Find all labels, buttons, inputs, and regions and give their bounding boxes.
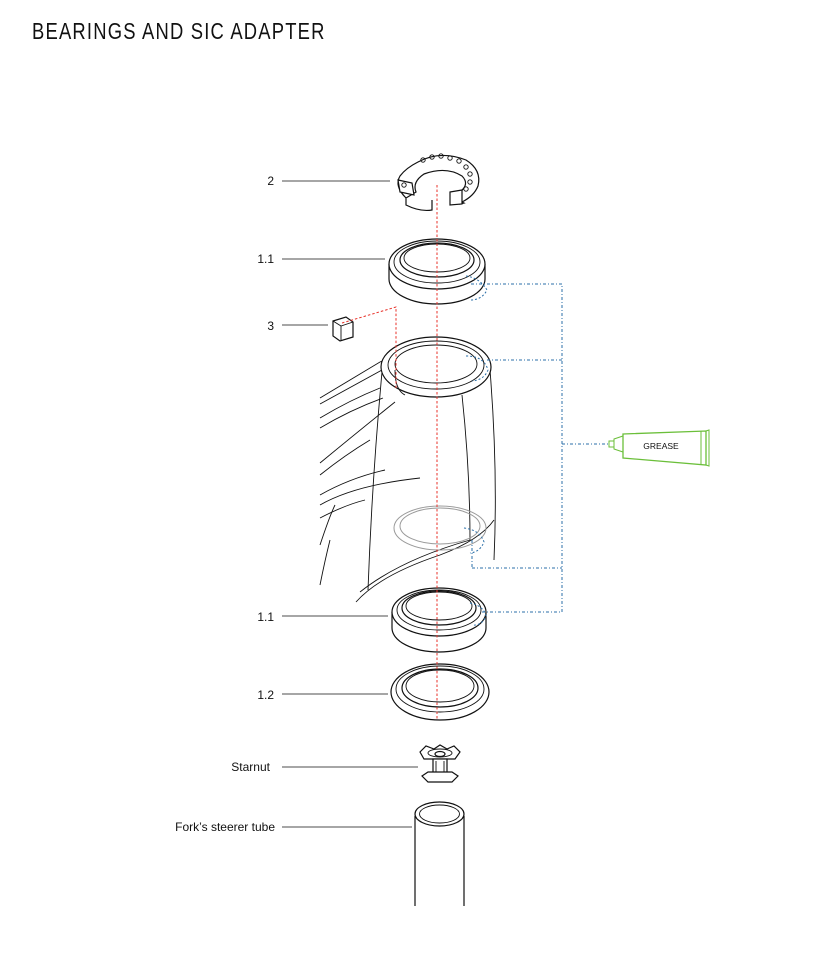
grease-tube: GREASE: [608, 429, 710, 467]
label-part-1-1-bottom: 1.1: [257, 610, 274, 624]
assembly-axis: [341, 185, 438, 720]
label-starnut: Starnut: [231, 760, 270, 774]
label-part-2: 2: [267, 174, 274, 188]
grease-label: GREASE: [643, 441, 679, 451]
label-part-3: 3: [267, 319, 274, 333]
part-3-key: [332, 316, 354, 342]
grease-guide-lines: [463, 275, 612, 626]
starnut-part: [419, 744, 461, 783]
label-part-1-1-top: 1.1: [257, 252, 274, 266]
leader-lines: [282, 180, 418, 828]
part-1-1-bottom-bearing: [391, 587, 487, 653]
fork-steerer-tube: [414, 801, 465, 906]
label-steerer-tube: Fork’s steerer tube: [175, 820, 275, 834]
part-1-2-ring: [390, 663, 490, 721]
frame-head-tube: [319, 336, 496, 603]
page-title: BEARINGS AND SIC ADAPTER: [32, 18, 326, 44]
label-part-1-2: 1.2: [257, 688, 274, 702]
part-2-split-ring: [397, 153, 480, 212]
